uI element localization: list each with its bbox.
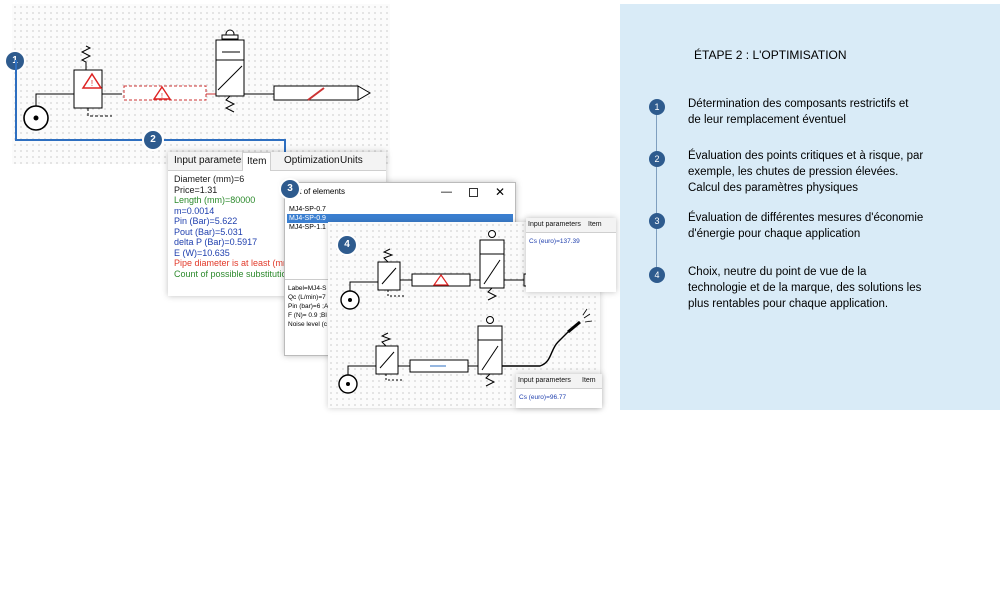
badge-1: 1 bbox=[6, 52, 24, 70]
minimize-icon[interactable]: — bbox=[441, 186, 452, 198]
steps-title: ÉTAPE 2 : L'OPTIMISATION bbox=[694, 48, 847, 62]
badge-4: 4 bbox=[338, 236, 356, 254]
step-number-badge: 1 bbox=[649, 99, 665, 115]
detail-line: F (N)= 0.9 ;Bl bbox=[288, 312, 327, 319]
step-line: Calcul des paramètres physiques bbox=[688, 182, 859, 194]
badge-2: 2 bbox=[144, 131, 162, 149]
diagram-canvas-main[interactable]: ! ! 1 bbox=[6, 4, 390, 164]
list-item[interactable]: MJ4-SP-0.9 bbox=[287, 214, 513, 223]
tab-item[interactable]: Item bbox=[242, 152, 272, 171]
parameter-line: delta P (Bar)=0.5917 bbox=[174, 237, 258, 247]
parameter-line: Diameter (mm)=6 bbox=[174, 174, 245, 184]
tab-input-parameters[interactable]: Input parameters bbox=[518, 377, 571, 384]
parameter-line: Pout (Bar)=5.031 bbox=[174, 226, 243, 237]
detail-line: Pin (bar)=6 ;A bbox=[288, 303, 329, 310]
list-item[interactable]: MJ4-SP-1.1 bbox=[289, 224, 326, 231]
parameter-line: Count of possible substitutic bbox=[174, 268, 287, 279]
step-number-badge: 3 bbox=[649, 213, 665, 229]
step-line: de leur remplacement éventuel bbox=[688, 114, 846, 126]
cost-value: Cs (euro)=96.77 bbox=[519, 394, 567, 401]
blow-gun-icon bbox=[567, 320, 581, 334]
regulator-symbol bbox=[73, 69, 103, 109]
window-title: List of elements bbox=[289, 187, 346, 196]
parameter-line: E (W)=10.635 bbox=[174, 247, 230, 258]
window-titlebar: List of elements — ✕ bbox=[285, 183, 515, 201]
steps-timeline bbox=[656, 112, 657, 278]
steps-panel: ÉTAPE 2 : L'OPTIMISATION 1 Détermination … bbox=[620, 4, 1000, 410]
parameter-line: Price=1.31 bbox=[174, 184, 218, 195]
tab-units[interactable]: Units bbox=[340, 155, 363, 166]
badge-3: 3 bbox=[281, 180, 299, 198]
maximize-icon[interactable] bbox=[469, 188, 478, 197]
valve-symbol bbox=[477, 339, 503, 375]
tab-input-parameters[interactable]: Input parameters bbox=[174, 155, 250, 166]
step-description: Évaluation des points critiques et à ris… bbox=[688, 148, 988, 196]
step-number-badge: 2 bbox=[649, 151, 665, 167]
parameter-line: Pin (Bar)=5.622 bbox=[174, 216, 238, 226]
result-panel-2: Input parameters Item Cs (euro)=96.77 bbox=[516, 374, 602, 408]
detail-line: Label=MJ4-S bbox=[288, 285, 327, 292]
tab-optimization[interactable]: Optimization bbox=[284, 155, 340, 166]
tab-item[interactable]: Item bbox=[588, 221, 602, 228]
step-line: Détermination des composants restrictifs… bbox=[688, 98, 909, 110]
parameter-line: Pipe diameter is at least (mr bbox=[174, 258, 287, 268]
step-line: Évaluation des points critiques et à ris… bbox=[688, 150, 924, 162]
step-line: d'énergie pour chaque application bbox=[688, 228, 861, 240]
cost-value: Cs (euro)=137.39 bbox=[529, 238, 580, 245]
step-line: Évaluation de différentes mesures d'écon… bbox=[688, 212, 924, 224]
result-panel-1-tabs: Input parameters Item bbox=[526, 218, 616, 233]
result-panel-2-tabs: Input parameters Item bbox=[516, 374, 602, 389]
svg-text:!: ! bbox=[161, 93, 163, 100]
step-description: Choix, neutre du point de vue de la techn… bbox=[688, 264, 988, 312]
parameter-line: Length (mm)=80000 bbox=[174, 195, 256, 205]
step-description: Évaluation de différentes mesures d'écon… bbox=[688, 210, 988, 242]
step-line: Choix, neutre du point de vue de la bbox=[688, 266, 867, 278]
step-line: exemple, les chutes de pression élevées. bbox=[688, 166, 899, 178]
step-line: plus rentables pour chaque application. bbox=[688, 298, 889, 310]
parameter-line: m=0.0014 bbox=[174, 205, 215, 216]
tab-input-parameters[interactable]: Input parameters bbox=[528, 221, 581, 228]
step-line: technologie et de la marque, des solutio… bbox=[688, 282, 922, 294]
step-description: Détermination des composants restrictifs… bbox=[688, 96, 988, 128]
svg-text:!: ! bbox=[91, 79, 93, 88]
detail-line: Qc (L/min)=7 bbox=[288, 294, 326, 301]
valve-symbol bbox=[479, 253, 505, 289]
pneumatic-circuit-main: ! ! bbox=[23, 29, 371, 131]
close-icon[interactable]: ✕ bbox=[495, 185, 506, 199]
detail-line: Noise level (c bbox=[288, 321, 328, 328]
step-number-badge: 4 bbox=[649, 267, 665, 283]
parameters-tabs: Input parameters Item Optimization Units bbox=[168, 152, 386, 171]
tab-item[interactable]: Item bbox=[582, 377, 596, 384]
warning-icon bbox=[432, 273, 450, 286]
result-panel-1: Input parameters Item Cs (euro)=137.39 bbox=[526, 218, 616, 292]
list-item[interactable]: MJ4-SP-0.7 bbox=[289, 206, 326, 213]
